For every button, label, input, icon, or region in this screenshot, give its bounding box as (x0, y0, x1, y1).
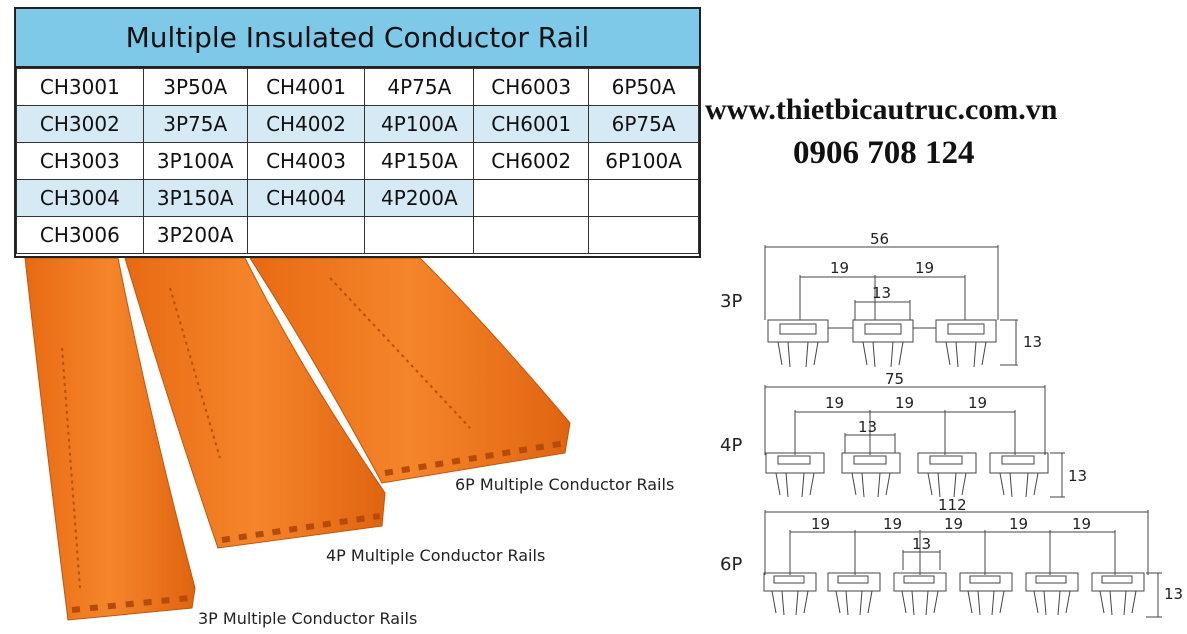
table-cell: CH4003 (246, 142, 366, 180)
label-4p-rails: 4P Multiple Conductor Rails (326, 546, 546, 565)
dim-slot-3p: 13 (872, 284, 891, 302)
table-row: CH3006 3P200A (16, 216, 699, 254)
drawing-6p (763, 510, 1162, 618)
table-cell: CH3006 (16, 216, 144, 254)
table-cell: 4P100A (364, 105, 475, 143)
dim-slot-4p: 13 (858, 418, 877, 436)
spec-table-grid: CH3001 3P50A CH4001 4P75A CH6003 6P50A C… (16, 68, 699, 254)
table-cell: CH3002 (16, 105, 144, 143)
dim-overall-6p: 112 (938, 496, 967, 514)
table-cell: 6P75A (588, 105, 699, 143)
table-cell: CH6001 (473, 105, 590, 143)
table-cell: 3P200A (142, 216, 248, 254)
dim-overall-4p: 75 (885, 370, 904, 388)
table-cell-empty (588, 216, 699, 254)
table-cell: CH6002 (473, 142, 590, 180)
table-cell: 3P100A (142, 142, 248, 180)
table-cell: CH4002 (246, 105, 366, 143)
table-cell: CH4004 (246, 179, 366, 217)
website-text: www.thietbicautruc.com.vn (705, 93, 1058, 126)
dimension-drawings: 3P 56 19 19 13 13 4P 75 19 19 19 13 13 6… (720, 230, 1183, 618)
table-cell-empty (473, 179, 590, 217)
dim-height-6p: 13 (1164, 585, 1183, 603)
drawing-label-3p: 3P (720, 291, 742, 312)
product-photo (24, 258, 571, 621)
table-row: CH3001 3P50A CH4001 4P75A CH6003 6P50A (16, 68, 699, 106)
rail-4p (124, 258, 386, 549)
rail-3p (24, 258, 196, 621)
table-row: CH3002 3P75A CH4002 4P100A CH6001 6P75A (16, 105, 699, 143)
table-title: Multiple Insulated Conductor Rail (16, 9, 699, 68)
table-cell-empty (588, 179, 699, 217)
table-cell: CH3003 (16, 142, 144, 180)
dim-pitch-4p-2: 19 (895, 394, 914, 412)
table-cell: 3P50A (142, 68, 248, 106)
table-cell: 4P200A (364, 179, 475, 217)
table-cell: 3P150A (142, 179, 248, 217)
table-cell: 6P100A (588, 142, 699, 180)
drawing-4p (764, 385, 1065, 498)
dim-pitch-6p-4: 19 (1009, 515, 1028, 533)
table-cell: 3P75A (142, 105, 248, 143)
table-cell: 6P50A (588, 68, 699, 106)
dim-height-3p: 13 (1023, 333, 1042, 351)
rail-6p (249, 258, 571, 484)
rail-3p-grooves (71, 595, 191, 613)
dim-pitch-4p-3: 19 (968, 394, 987, 412)
label-6p-rails: 6P Multiple Conductor Rails (455, 475, 675, 494)
table-cell: 4P75A (364, 68, 475, 106)
table-cell: CH3004 (16, 179, 144, 217)
table-cell: CH6003 (473, 68, 590, 106)
dim-pitch-3p-2: 19 (915, 259, 934, 277)
label-3p-rails: 3P Multiple Conductor Rails (198, 609, 418, 628)
table-cell-empty (246, 216, 366, 254)
phone-number: 0906 708 124 (793, 135, 975, 171)
drawing-3p (764, 245, 1018, 368)
table-row: CH3003 3P100A CH4003 4P150A CH6002 6P100… (16, 142, 699, 180)
rail-6p-grooves (384, 440, 566, 476)
spec-table: Multiple Insulated Conductor Rail CH3001… (14, 7, 701, 258)
drawing-label-6p: 6P (720, 554, 742, 575)
dim-pitch-3p-1: 19 (830, 259, 849, 277)
table-cell: CH4001 (246, 68, 366, 106)
dim-height-4p: 13 (1068, 467, 1087, 485)
dim-pitch-4p-1: 19 (825, 394, 844, 412)
drawing-label-4p: 4P (720, 435, 742, 456)
table-cell: CH3001 (16, 68, 144, 106)
table-cell-empty (473, 216, 590, 254)
dim-pitch-6p-1: 19 (811, 515, 830, 533)
dim-overall-3p: 56 (870, 230, 889, 248)
dim-pitch-6p-5: 19 (1072, 515, 1091, 533)
table-cell-empty (364, 216, 475, 254)
table-cell: 4P150A (364, 142, 475, 180)
dim-slot-6p: 13 (912, 535, 931, 553)
dim-pitch-6p-3: 19 (944, 515, 963, 533)
dim-pitch-6p-2: 19 (883, 515, 902, 533)
table-row: CH3004 3P150A CH4004 4P200A (16, 179, 699, 217)
